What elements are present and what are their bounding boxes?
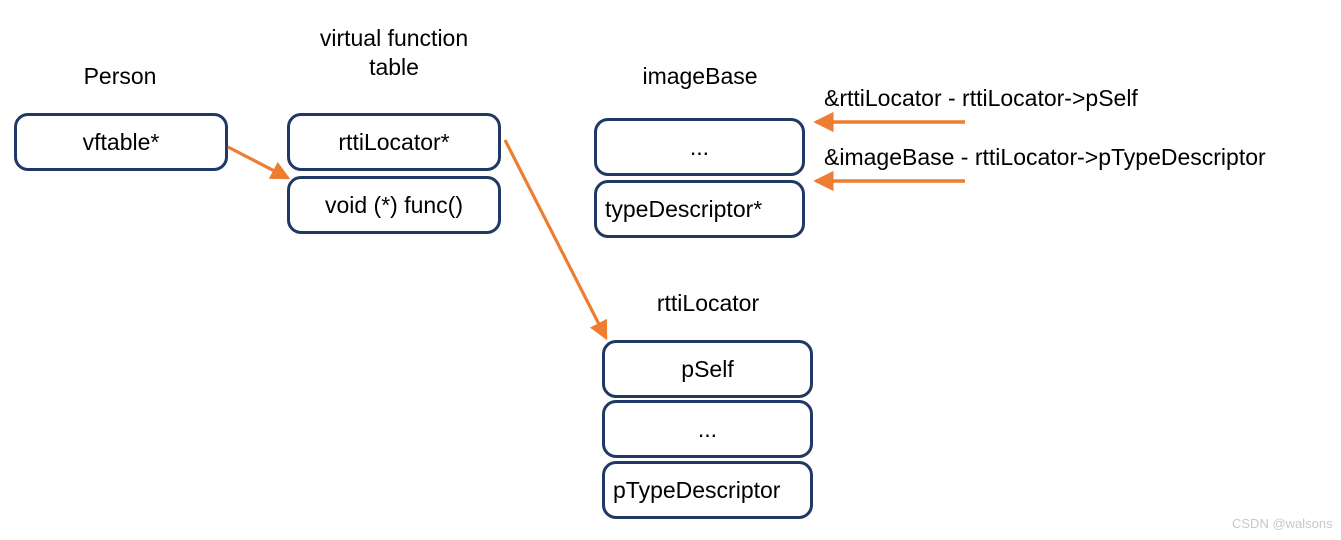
group-label-virtual-function-table: virtual function table [319,25,469,80]
annotation-pself: &rttiLocator - rttiLocator->pSelf [824,85,1138,111]
box-label: ... [697,415,718,442]
box-rttilocator-ellipsis[interactable]: ... [602,400,813,458]
watermark: CSDN @walsons [1232,516,1333,531]
annotation-ptypedescriptor: &imageBase - rttiLocator->pTypeDescripto… [824,144,1266,170]
box-vftable-func[interactable]: void (*) func() [287,176,501,234]
box-label: pTypeDescriptor [613,476,781,503]
arrow-rttilocator-ptr-to-rttilocator-struct [503,139,608,341]
box-label: pSelf [681,355,734,382]
box-rttilocator-ptypedescriptor[interactable]: pTypeDescriptor [602,461,813,519]
group-label-rttilocator: rttiLocator [656,290,760,316]
box-person-vftable-ptr[interactable]: vftable* [14,113,228,171]
box-vftable-rttilocator-ptr[interactable]: rttiLocator* [287,113,501,171]
group-label-person: Person [83,63,157,89]
box-label: ... [689,133,710,160]
box-label: rttiLocator* [338,128,450,155]
box-imagebase-ellipsis[interactable]: ... [594,118,805,176]
arrow-vftable-to-vftable-table [227,145,291,180]
group-label-imagebase: imageBase [642,63,758,89]
box-label: typeDescriptor* [605,195,763,222]
box-label: vftable* [82,128,160,155]
box-imagebase-typedescriptor-ptr[interactable]: typeDescriptor* [594,180,805,238]
box-rttilocator-pself[interactable]: pSelf [602,340,813,398]
box-label: void (*) func() [324,191,464,218]
